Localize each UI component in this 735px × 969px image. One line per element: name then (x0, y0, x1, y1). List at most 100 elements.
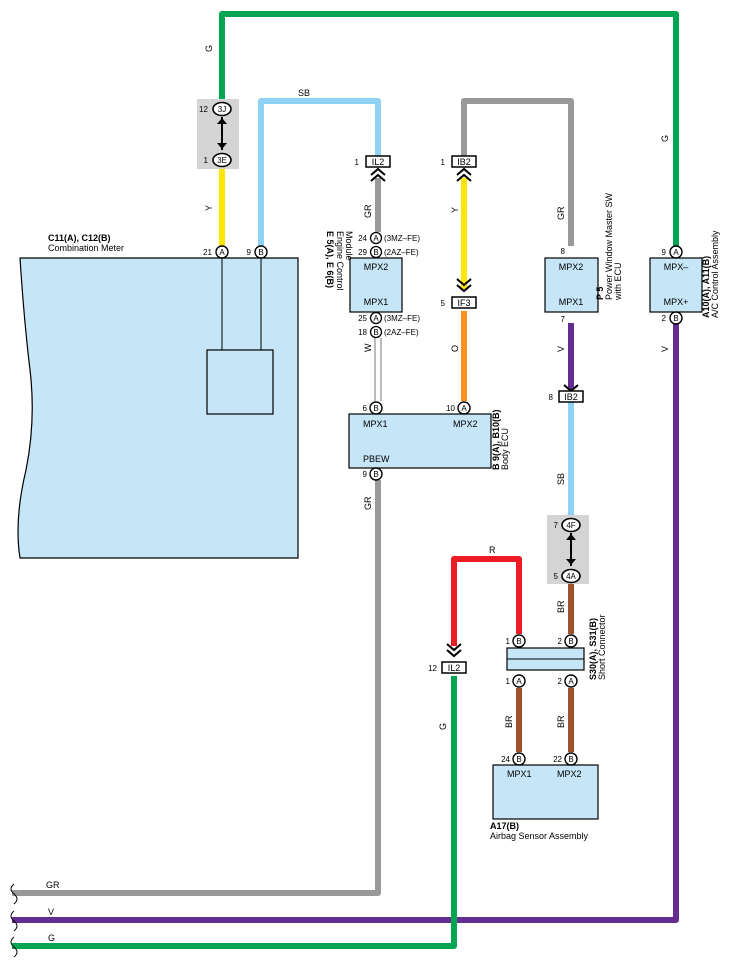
window-code: P 5 (595, 287, 605, 300)
wire-label-gr-ecm: GR (363, 204, 373, 218)
ecm-pin-25-note: (3MZ–FE) (384, 314, 420, 323)
airbag-mpx1: MPX1 (507, 769, 532, 779)
ac-mpx-minus: MPX– (664, 262, 689, 272)
body-pin-6: 6 (363, 404, 368, 413)
ecm-name-2: Module (344, 231, 354, 261)
wire-label-br-left: BR (504, 715, 514, 728)
connector-il2-top: IL2 1 (355, 155, 391, 182)
ac-mpx-plus: MPX+ (664, 297, 689, 307)
ac-control-assembly: MPX– MPX+ A 9 B 2 A10(A), A11(B) A/C Con… (649, 230, 720, 325)
engine-control-module: MPX2 MPX1 E 5(A), E 6(B) Engine Control … (325, 231, 420, 339)
wire-label-v-ac: V (660, 346, 670, 352)
wire-label-gr-bottom: GR (46, 880, 60, 890)
short-name: Short Connector (597, 614, 607, 680)
meter-code: C11(A), C12(B) (48, 233, 111, 243)
ecm-pin-18-letter: B (373, 328, 378, 337)
connector-il2-top-id: IL2 (372, 157, 385, 167)
connector-il2-bottom-pin: 12 (428, 664, 437, 673)
body-pin-9-letter: B (373, 470, 378, 479)
ac-pin-2-letter: B (673, 314, 678, 323)
window-mpx1: MPX1 (559, 297, 584, 307)
ecm-pin-24-note: (3MZ–FE) (384, 234, 420, 243)
ecm-pin-29: 29 (358, 248, 367, 257)
wire-label-sb-window: SB (556, 473, 566, 485)
window-pin-8: 8 (561, 247, 566, 256)
meter-pin-21: 21 (203, 248, 212, 257)
connector-il2-bottom: IL2 12 (428, 643, 467, 674)
ac-code: A10(A), A11(B) (701, 256, 711, 318)
wire-label-g-bottom: G (48, 933, 55, 943)
wire-label-v-bottom: V (48, 907, 54, 917)
junction-4a-id: 4A (566, 572, 576, 581)
body-code: B 9(A), B10(B) (491, 409, 501, 470)
short-pin-1b: 1 (506, 637, 511, 646)
body-pin-9: 9 (363, 470, 368, 479)
body-name: Body ECU (500, 428, 510, 470)
wire-label-r-loop: R (489, 545, 496, 555)
ecm-name-1: Engine Control (335, 231, 345, 291)
body-mpx2: MPX2 (453, 419, 478, 429)
body-pin-6-letter: B (373, 404, 378, 413)
body-pbew: PBEW (363, 454, 390, 464)
wire-label-br-short: BR (556, 600, 566, 613)
wire-label-gr-body: GR (363, 496, 373, 510)
wire-w-ecm (374, 338, 382, 401)
short-pin-1a-letter: A (516, 677, 522, 686)
connector-if3-id: IF3 (457, 298, 470, 308)
junction-3j-pin: 12 (199, 105, 208, 114)
airbag-pin-22-letter: B (568, 755, 573, 764)
airbag-name: Airbag Sensor Assembly (490, 831, 589, 841)
wire-v-bottom (12, 324, 679, 923)
ecm-pin-29-letter: B (373, 248, 378, 257)
body-pin-10: 10 (446, 404, 455, 413)
wire-label-sb-top: SB (298, 88, 310, 98)
meter-name: Combination Meter (48, 243, 124, 253)
meter-pin-9: 9 (247, 248, 252, 257)
connector-if3-pin: 5 (441, 299, 446, 308)
wire-gr-bottom (12, 480, 381, 896)
short-code: S30(A), S31(B) (588, 618, 598, 680)
short-pin-2b: 2 (558, 637, 563, 646)
junction-4f-pin: 7 (554, 521, 559, 530)
junction-block-4f-4a: 4F 7 4A 5 (547, 515, 589, 584)
wire-label-g-il2: G (438, 723, 448, 730)
ecm-pin-24-letter: A (373, 234, 379, 243)
connector-ib2-top-id: IB2 (457, 157, 471, 167)
meter-pin-9-letter: B (258, 248, 263, 257)
airbag-pin-22: 22 (553, 755, 562, 764)
body-ecu: MPX1 MPX2 PBEW B 6 A 10 B 9 B 9(A), B10(… (348, 401, 510, 481)
connector-ib2-mid-pin: 8 (549, 393, 554, 402)
junction-block-3j-3e: 3J 12 3E 1 (197, 99, 239, 169)
connector-ib2-top: IB2 1 (441, 155, 477, 182)
ecm-pin-29-note: (2AZ–FE) (384, 248, 419, 257)
ac-pin-9: 9 (662, 248, 667, 257)
wire-break-marks (10, 883, 18, 958)
body-pin-10-letter: A (461, 404, 467, 413)
ecm-mpx1: MPX1 (364, 297, 389, 307)
junction-3e-pin: 1 (204, 156, 209, 165)
window-name-1: Power Window Master SW (604, 192, 614, 300)
connector-ib2-mid-id: IB2 (564, 392, 578, 402)
airbag-sensor-assembly: MPX1 MPX2 B 24 B 22 A17(B) Airbag Sensor… (490, 752, 599, 841)
wire-g-top (219, 11, 679, 246)
connector-ib2-mid: IB2 8 (549, 384, 584, 403)
wire-gr-window (461, 98, 574, 246)
connector-if3: IF3 5 (441, 278, 477, 309)
ecm-pin-25: 25 (358, 314, 367, 323)
ecm-pin-18: 18 (358, 328, 367, 337)
airbag-mpx2: MPX2 (557, 769, 582, 779)
ecm-pin-25-letter: A (373, 314, 379, 323)
wire-g-bottom (12, 676, 457, 949)
short-pin-2a-letter: A (568, 677, 574, 686)
wire-label-w-ecm: W (363, 343, 373, 352)
airbag-pin-24-letter: B (516, 755, 521, 764)
ecm-mpx2: MPX2 (364, 262, 389, 272)
wire-label-v-window: V (556, 346, 566, 352)
airbag-code: A17(B) (490, 821, 519, 831)
power-window-master-switch: MPX2 MPX1 8 7 P 5 Power Window Master SW… (544, 192, 623, 324)
wire-r-loop (451, 556, 522, 646)
wire-label-g-top: G (204, 45, 214, 52)
short-pin-1b-letter: B (516, 637, 521, 646)
